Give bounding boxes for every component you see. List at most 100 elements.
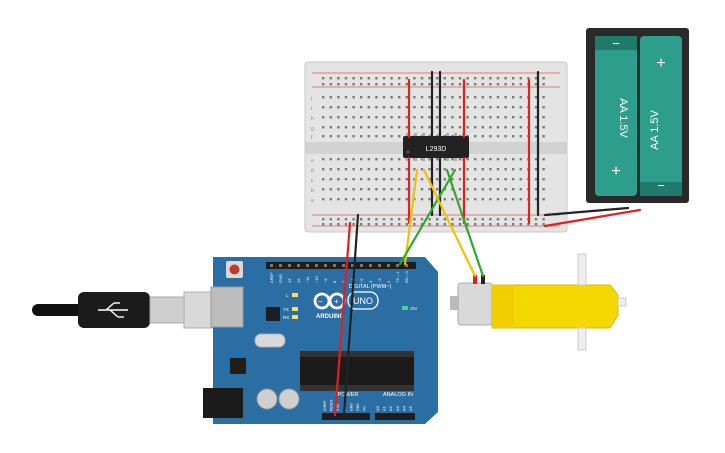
rail-hole (382, 223, 386, 226)
rail-hole (322, 218, 325, 221)
breadboard-hole (375, 96, 378, 99)
rail-hole (466, 77, 469, 80)
rail-hole (360, 218, 363, 221)
breadboard-hole (504, 168, 507, 171)
breadboard-hole (443, 198, 446, 201)
breadboard-hole (375, 126, 378, 129)
breadboard-hole (360, 106, 363, 109)
rail-hole (390, 77, 393, 80)
analog-pin-label: A3 (395, 405, 400, 411)
breadboard-hole (474, 96, 477, 99)
digital-pin-label: AREF (269, 272, 274, 283)
breadboard-hole (534, 116, 538, 119)
breadboard-hole (512, 135, 515, 138)
rail-hole (329, 223, 332, 226)
wire-yellow (403, 168, 419, 266)
rail-hole (451, 83, 454, 86)
breadboard-hole (413, 198, 416, 201)
chip-notch (406, 150, 410, 154)
breadboard-hole (390, 126, 393, 129)
breadboard-row-letters: j i h g f e d c b a (310, 96, 314, 204)
chip-pin (414, 133, 417, 136)
rail-hole (337, 223, 340, 226)
l293d-chip[interactable]: L293D (403, 133, 469, 161)
breadboard-hole (436, 96, 439, 99)
breadboard-hole (375, 116, 378, 119)
breadboard-hole (382, 126, 386, 129)
breadboard-hole (352, 158, 355, 161)
breadboard-hole (481, 158, 484, 161)
rail-hole (504, 218, 507, 221)
rail-hole (474, 218, 477, 221)
breadboard-hole (360, 96, 363, 99)
pin-hole (297, 264, 300, 267)
rail-hole (413, 83, 416, 86)
breadboard-hole (413, 178, 416, 181)
power-jack[interactable] (203, 388, 243, 418)
breadboard-hole (436, 106, 439, 109)
battery-minus: − (657, 178, 665, 193)
breadboard-hole (398, 96, 401, 99)
digital-header[interactable] (266, 262, 416, 269)
analog-header[interactable] (375, 413, 415, 420)
breadboard-hole (329, 198, 332, 201)
rail-hole (322, 223, 325, 226)
breadboard-hole (352, 96, 355, 99)
breadboard-hole (496, 106, 500, 109)
breadboard-hole (458, 158, 462, 161)
breadboard-hole (481, 198, 484, 201)
breadboard-hole (413, 106, 416, 109)
rail-hole (322, 83, 325, 86)
power-pin-label: Vin (363, 406, 367, 411)
rail-hole (329, 83, 332, 86)
breadboard-hole (534, 168, 538, 171)
breadboard-hole (322, 116, 325, 119)
digital-pin-label: ~5 (359, 278, 364, 283)
digital-pin-label: 7 (341, 280, 346, 283)
rail-hole (360, 77, 363, 80)
breadboard-hole (382, 96, 386, 99)
breadboard-hole (344, 178, 348, 181)
chip-pin (406, 158, 409, 161)
breadboard-hole (420, 126, 424, 129)
breadboard-hole (451, 198, 454, 201)
rail-hole (481, 223, 484, 226)
breadboard-hole (512, 96, 515, 99)
dc-motor[interactable] (450, 253, 627, 351)
breadboard-hole (352, 135, 355, 138)
battery-pack[interactable]: − AA 1.5V + + AA 1.5V − (586, 28, 689, 203)
breadboard-hole (489, 126, 492, 129)
chip-pin (414, 158, 417, 161)
chip-pin (454, 158, 457, 161)
power-header[interactable] (322, 413, 370, 420)
rail-hole (405, 218, 408, 221)
rail-hole (496, 77, 500, 80)
usb-cable[interactable] (32, 291, 233, 329)
breadboard-hole (344, 96, 348, 99)
breadboard-hole (322, 96, 325, 99)
rail-hole (489, 77, 492, 80)
rail-hole (527, 77, 530, 80)
breadboard-hole (458, 106, 462, 109)
pin-hole (387, 264, 390, 267)
breadboard-hole (344, 116, 348, 119)
wire-green (398, 168, 457, 266)
rail-hole (405, 223, 408, 226)
rail-hole (519, 223, 522, 226)
rail-hole (534, 223, 538, 226)
breadboard-hole (489, 116, 492, 119)
breadboard-hole (451, 158, 454, 161)
rail-hole (542, 223, 545, 226)
rail-hole (489, 218, 492, 221)
breadboard-hole (344, 158, 348, 161)
rail-hole (375, 218, 378, 221)
breadboard-hole (367, 96, 370, 99)
chip-pin (422, 133, 425, 136)
breadboard-hole (504, 135, 507, 138)
breadboard-hole (519, 116, 522, 119)
usb-icon (98, 302, 128, 318)
pin-hole (270, 264, 273, 267)
breadboard-hole (420, 178, 424, 181)
breadboard-hole (466, 116, 469, 119)
